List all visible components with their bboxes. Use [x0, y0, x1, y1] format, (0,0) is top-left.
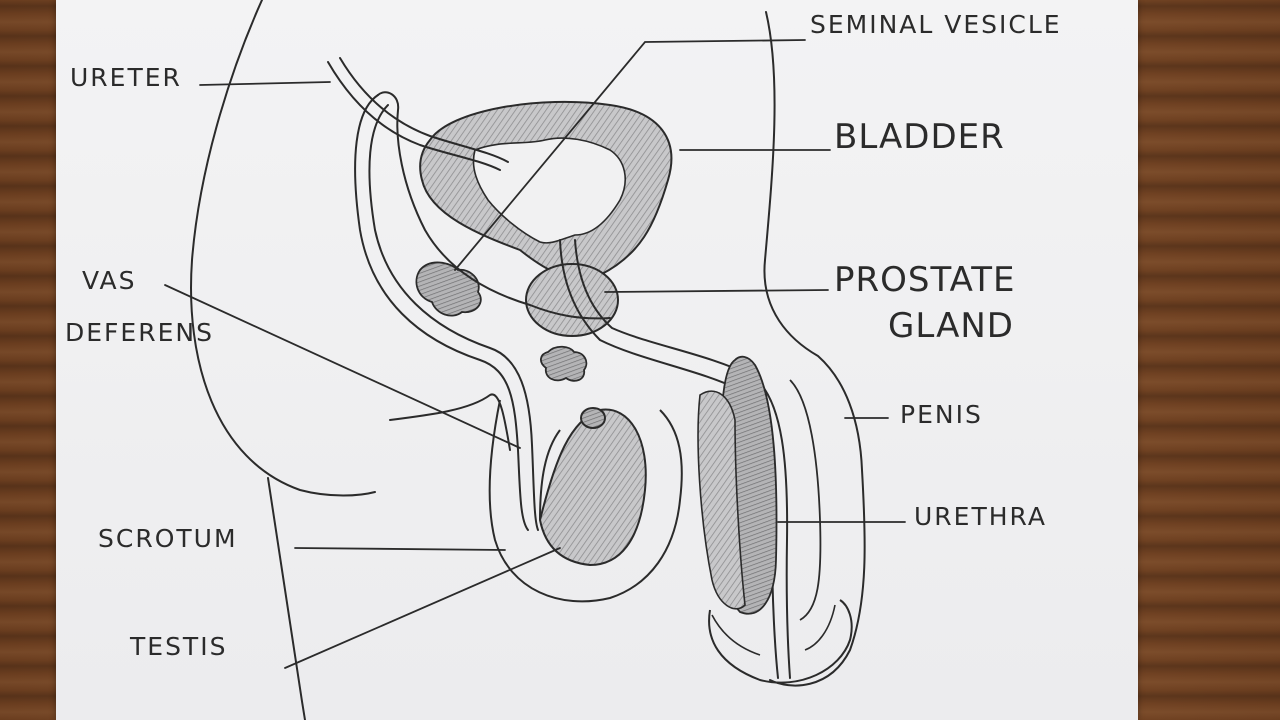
- label-penis: PENIS: [900, 400, 983, 429]
- body-outline-back: [190, 0, 376, 497]
- seminal-vesicle-organ: [415, 261, 588, 382]
- label-bladder: BLADDER: [834, 117, 1005, 157]
- perineum-outline: [389, 393, 511, 451]
- leader-line-scrotum: [294, 547, 506, 551]
- leader-line-ureter: [199, 81, 331, 86]
- label-prostate-line2: GLAND: [888, 306, 1014, 346]
- leader-line-vas-deferens: [164, 284, 521, 449]
- label-prostate-line1: PROSTATE: [834, 260, 1016, 300]
- label-scrotum: SCROTUM: [98, 524, 238, 553]
- ureter-tube-a: [327, 61, 501, 171]
- vas-deferens-tube-b: [368, 104, 539, 531]
- leader-line-seminal-vesicle: [454, 39, 806, 271]
- label-vas-deferens-line2: DEFERENS: [65, 318, 214, 347]
- label-vas-deferens-line1: VAS: [82, 266, 137, 295]
- thigh-outline: [267, 477, 306, 720]
- bladder-organ: [419, 100, 673, 280]
- leader-line-testis: [284, 547, 561, 669]
- label-ureter: URETER: [70, 63, 182, 92]
- label-urethra: URETHRA: [914, 502, 1047, 531]
- label-seminal-vesicle: SEMINAL VESICLE: [810, 10, 1062, 39]
- leader-line-prostate: [604, 289, 829, 293]
- label-testis: TESTIS: [130, 632, 228, 661]
- vas-deferens-loop: [377, 91, 611, 320]
- ureter-tube-b: [339, 57, 509, 163]
- scrotum-organ: [488, 399, 683, 603]
- abdomen-outline: [763, 11, 866, 687]
- penis-organ: [697, 355, 853, 684]
- vas-deferens-tube-a: [354, 94, 529, 531]
